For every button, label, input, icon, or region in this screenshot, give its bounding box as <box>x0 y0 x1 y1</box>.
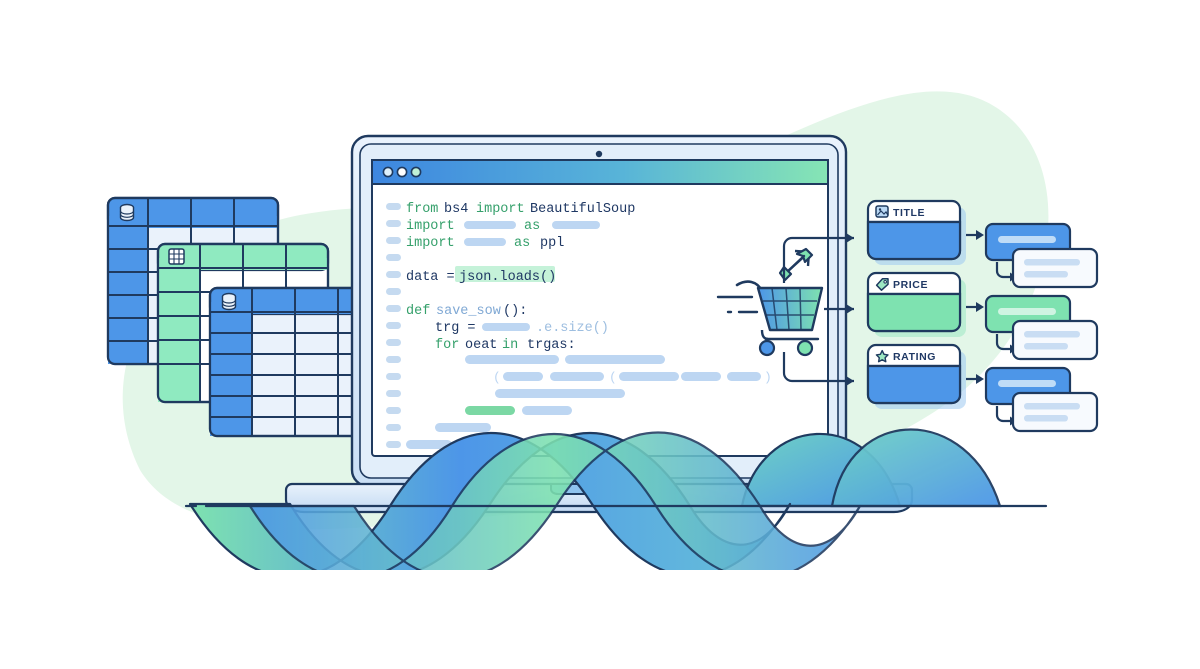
field-card-title[interactable]: TITLE <box>866 199 966 265</box>
field-to-result-arrows <box>966 230 984 384</box>
star-icon <box>875 349 889 363</box>
field-label: PRICE <box>893 279 928 291</box>
field-card-rating[interactable]: RATING <box>866 343 966 409</box>
code-token: for <box>435 338 459 353</box>
camera-dot <box>595 150 603 158</box>
code-token: import <box>406 236 455 251</box>
field-card-price[interactable]: PRICE <box>866 271 966 337</box>
code-editor[interactable]: from bs4 import BeautifulSoup import as … <box>386 202 772 449</box>
result-group-price[interactable] <box>984 294 1099 361</box>
gutter-line-numbers <box>386 203 401 448</box>
database-icon <box>221 292 237 311</box>
minimize-light <box>396 166 408 178</box>
result-group-title[interactable] <box>984 222 1099 289</box>
code-token: import <box>406 219 455 234</box>
connector-arrows <box>782 233 854 386</box>
code-token: json.loads() <box>459 270 556 285</box>
table-card-back <box>106 196 280 366</box>
shopping-cart-icon <box>716 247 824 357</box>
field-label: TITLE <box>893 207 925 219</box>
code-token: as <box>524 219 540 234</box>
code-token: .e.size() <box>536 321 609 336</box>
code-token: oeat <box>465 338 497 353</box>
code-token: BeautifulSoup <box>530 202 635 217</box>
image-icon <box>875 205 889 218</box>
code-token: ppl <box>540 236 564 251</box>
code-token: as <box>514 236 530 251</box>
wave-ribbons <box>188 428 1002 570</box>
code-token: trg = <box>435 321 476 336</box>
table-card-front <box>208 286 382 438</box>
trending-up-arrow-icon <box>778 247 814 282</box>
code-token: ) <box>764 370 772 385</box>
code-token: in <box>502 338 518 353</box>
code-token: import <box>476 202 525 217</box>
price-tag-icon <box>875 278 889 291</box>
maximize-light <box>410 166 422 178</box>
grid-icon <box>168 248 185 265</box>
result-group-rating[interactable] <box>984 366 1099 433</box>
field-label: RATING <box>893 351 936 363</box>
code-token: (): <box>503 304 527 319</box>
code-token: ( <box>609 370 617 385</box>
code-token: bs4 <box>444 202 468 217</box>
code-token: save_sow <box>436 304 501 319</box>
database-icon <box>119 203 135 222</box>
code-token: def <box>406 304 430 319</box>
code-token: from <box>406 202 438 217</box>
window-titlebar <box>371 159 829 185</box>
code-token: data = <box>406 270 455 285</box>
close-light <box>382 166 394 178</box>
code-token: ( <box>493 370 501 385</box>
code-token: trgas: <box>527 338 576 353</box>
